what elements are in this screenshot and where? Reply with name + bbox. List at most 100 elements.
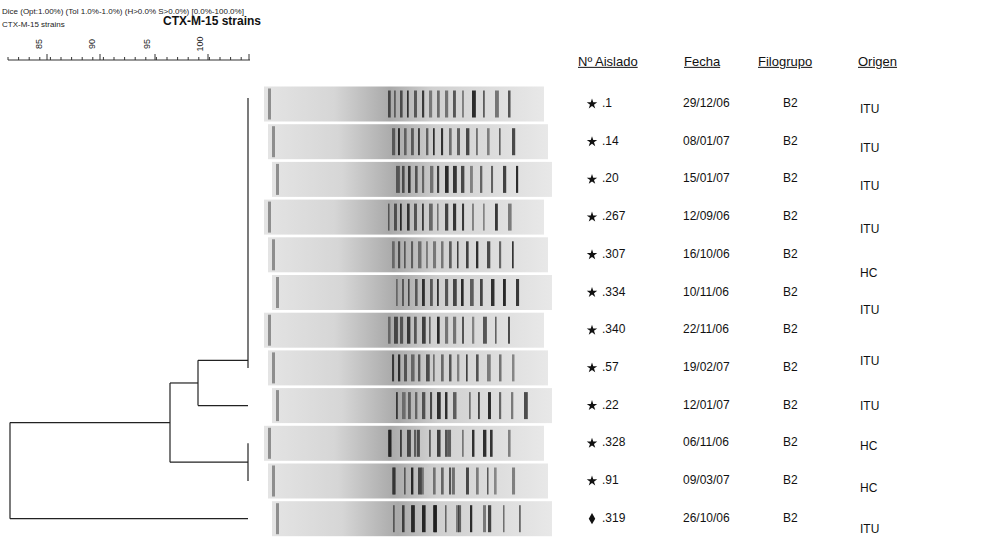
dna-band	[437, 430, 441, 457]
scale-tick	[230, 57, 231, 60]
dna-band	[407, 204, 410, 231]
dna-band	[499, 354, 502, 381]
origin-cell: ITU	[860, 143, 879, 156]
gel-lane	[272, 388, 552, 423]
lane-background	[268, 237, 548, 272]
dna-band	[487, 468, 489, 495]
isolate-number: .340	[602, 324, 625, 337]
phylogroup-cell: B2	[783, 474, 798, 487]
well-mark	[276, 277, 279, 308]
dna-band	[512, 241, 514, 268]
dna-band	[453, 166, 457, 193]
dna-band	[398, 354, 400, 381]
dna-band	[499, 128, 501, 155]
dna-band	[503, 505, 505, 532]
date-cell: 10/11/06	[683, 286, 729, 299]
date-cell: 16/10/06	[683, 248, 730, 261]
dna-band	[404, 241, 406, 268]
dna-band	[508, 91, 511, 118]
scale-tick	[155, 54, 156, 60]
scale-value: 100	[196, 36, 206, 51]
gel-lane	[264, 200, 544, 235]
star-marker	[587, 475, 597, 485]
phylogroup-cell: B2	[783, 286, 798, 299]
gel-lane	[264, 313, 544, 348]
dna-band	[452, 468, 455, 495]
lane-background	[272, 388, 552, 423]
lane-background	[264, 313, 544, 348]
dna-band	[394, 204, 397, 231]
dna-band	[408, 279, 410, 306]
isolate-markers	[587, 98, 597, 524]
dna-band	[503, 279, 506, 306]
dna-band	[392, 128, 395, 155]
gel-lane	[268, 237, 548, 272]
dna-band	[441, 354, 444, 381]
dna-band	[457, 354, 459, 381]
column-header: Fecha	[684, 55, 720, 69]
dna-band	[445, 430, 448, 457]
date-cell: 06/11/06	[683, 437, 729, 450]
dna-band	[433, 128, 435, 155]
dna-band	[437, 279, 439, 306]
dna-band	[411, 468, 413, 495]
dna-band	[462, 91, 464, 118]
dna-band	[402, 505, 405, 532]
dna-band	[404, 468, 406, 495]
dna-band	[412, 505, 414, 532]
dna-band	[453, 204, 456, 231]
isolate-number: .91	[602, 474, 619, 487]
dendrogram-branch	[170, 462, 248, 463]
dendrogram	[10, 98, 248, 519]
dna-band	[430, 392, 432, 419]
dna-band	[445, 91, 448, 118]
dna-band	[483, 317, 487, 344]
origin-cell: ITU	[860, 305, 879, 318]
dna-band	[433, 354, 435, 381]
dna-band	[469, 392, 471, 419]
date-cell: 12/09/06	[683, 211, 730, 224]
dna-band	[388, 91, 391, 118]
dna-band	[445, 166, 449, 193]
origin-cell: HC	[860, 440, 877, 453]
dna-band	[487, 241, 490, 268]
dna-band	[430, 166, 433, 193]
scale-tick	[135, 57, 136, 60]
dna-band	[519, 505, 521, 532]
dna-band	[422, 279, 425, 306]
scale-tick	[145, 57, 146, 60]
gel-lane	[268, 124, 548, 159]
scale-tick	[114, 57, 115, 60]
dna-band	[404, 128, 407, 155]
dna-band	[445, 279, 448, 306]
dna-band	[508, 204, 512, 231]
scale-tick	[50, 57, 51, 60]
star-marker	[587, 98, 597, 108]
dna-band	[426, 128, 428, 155]
scale-tick	[167, 57, 168, 60]
origin-cell: ITU	[860, 224, 879, 237]
star-marker	[587, 174, 597, 184]
dna-band	[449, 241, 452, 268]
scale-axis	[8, 60, 250, 61]
dna-band	[480, 166, 482, 193]
origin-cell: ITU	[860, 523, 879, 536]
dna-band	[414, 91, 417, 118]
dna-band	[415, 392, 417, 419]
origin-cell: ITU	[860, 356, 879, 369]
dna-band	[400, 204, 402, 231]
dna-band	[462, 317, 464, 344]
dna-band	[430, 279, 433, 306]
dna-band	[402, 166, 405, 193]
dna-band	[408, 166, 411, 193]
scale-tick	[103, 57, 104, 60]
column-header: Filogrupo	[758, 55, 812, 69]
dna-band	[414, 430, 416, 457]
gel-lane	[264, 426, 544, 461]
lane-background	[268, 464, 548, 499]
dna-band	[512, 468, 515, 495]
date-cell: 09/03/07	[683, 474, 730, 487]
dna-band	[415, 279, 418, 306]
gel-lane	[268, 350, 548, 385]
dna-band	[422, 505, 426, 532]
